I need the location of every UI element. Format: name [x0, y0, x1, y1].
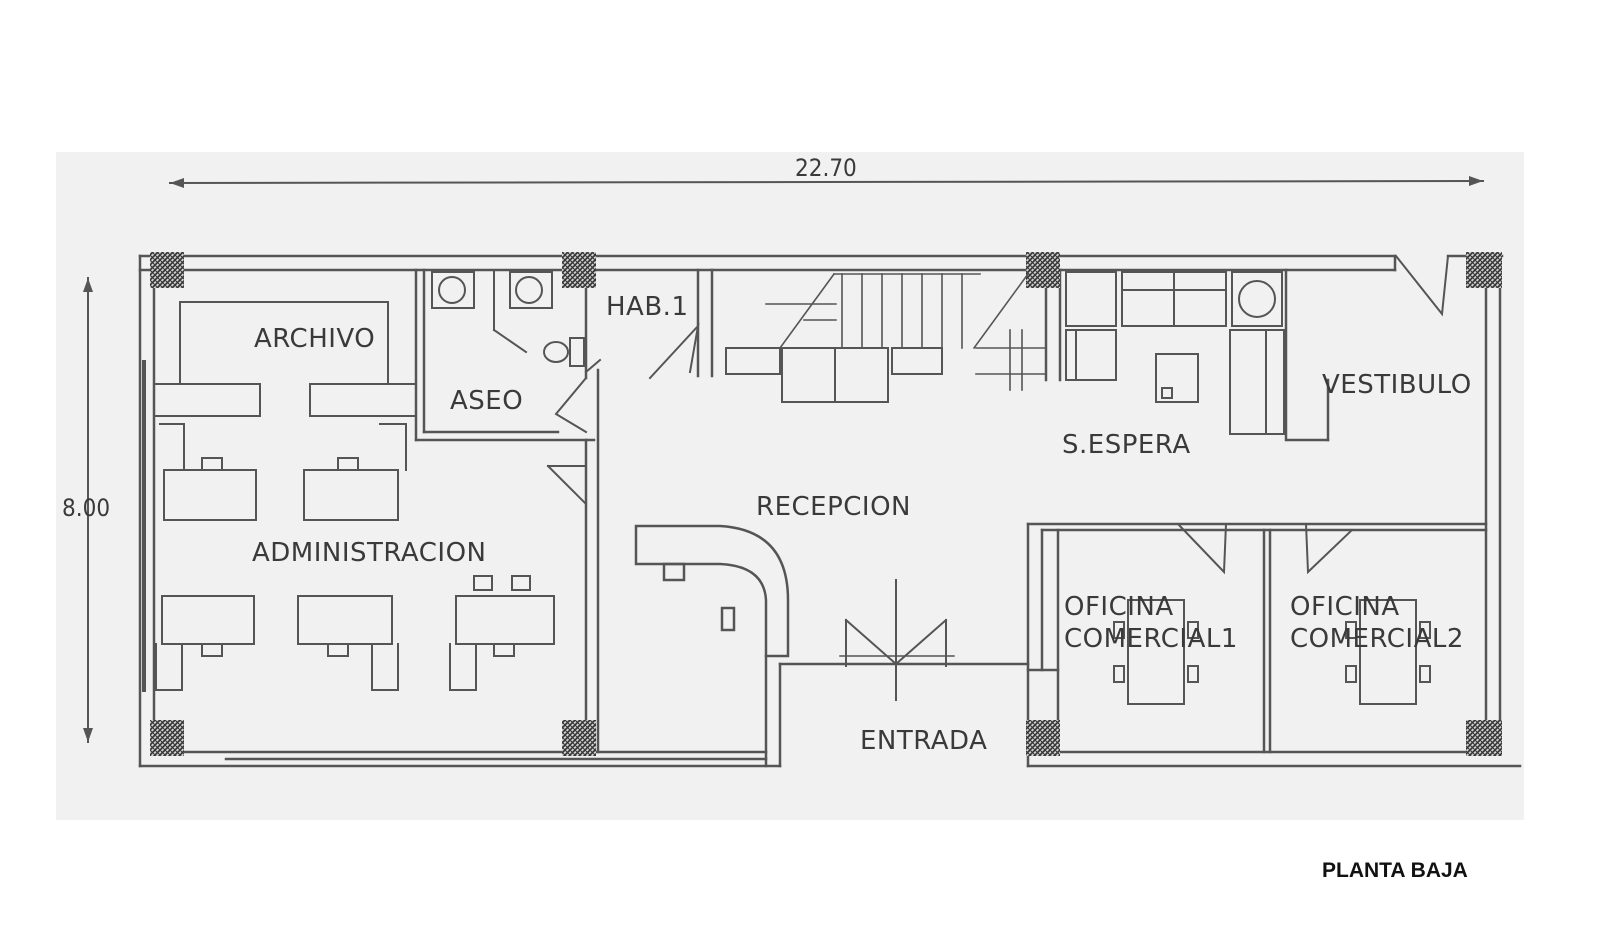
- administracion-desks: [155, 423, 555, 691]
- reception-counter: [634, 524, 790, 658]
- room-label-recepcion: RECEPCION: [756, 492, 911, 522]
- archivo-shelving: [153, 301, 417, 417]
- office-furniture: [1113, 599, 1431, 705]
- hab1-furniture: [725, 347, 943, 403]
- room-label-oficina1-line2: COMERCIAL1: [1064, 624, 1238, 654]
- room-label-entrada: ENTRADA: [860, 726, 988, 756]
- room-label-sala-espera: S.ESPERA: [1062, 430, 1191, 460]
- plan-caption: PLANTA BAJA: [1322, 859, 1468, 882]
- structural-columns: [150, 252, 1502, 756]
- plan-sheet: [56, 152, 1524, 820]
- room-label-aseo: ASEO: [450, 386, 524, 416]
- doors: [546, 254, 1450, 575]
- room-label-oficina1-line1: OFICINA: [1064, 592, 1174, 622]
- sala-espera-furniture: [1065, 271, 1285, 435]
- room-label-oficina2-line2: COMERCIAL2: [1290, 624, 1464, 654]
- depth-dimension-label: 8.00: [62, 494, 111, 522]
- room-label-vestibulo: VESTIBULO: [1322, 370, 1472, 400]
- room-label-archivo: ARCHIVO: [254, 324, 376, 354]
- entrance-double-door: [839, 579, 955, 701]
- depth-dimension-line: [83, 277, 93, 743]
- staircase: [765, 272, 1047, 391]
- interior-walls: [414, 268, 1488, 768]
- aseo-fixtures: [431, 269, 602, 434]
- width-dimension-label: 22.70: [795, 154, 857, 182]
- room-label-hab1: HAB.1: [606, 292, 689, 322]
- room-label-oficina2-line1: OFICINA: [1290, 592, 1400, 622]
- width-dimension-line: [168, 176, 1485, 188]
- room-label-administracion: ADMINISTRACION: [252, 538, 487, 568]
